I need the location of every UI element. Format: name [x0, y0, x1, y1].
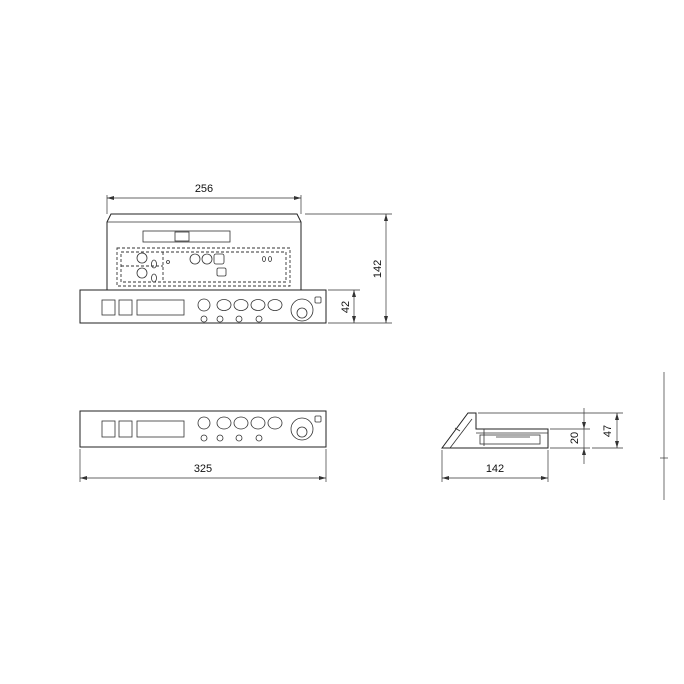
top-view-display-window: [142, 230, 231, 243]
dimension-top-width-label: 256: [195, 183, 213, 195]
front-view: 325: [79, 410, 327, 482]
front-view-panel: [79, 410, 327, 448]
dimension-side-depth: 142: [441, 450, 549, 482]
section-mark: [660, 372, 668, 500]
dimension-front-width: 325: [79, 449, 327, 482]
dimension-side-height-total-label: 47: [602, 425, 614, 437]
dimension-top-width: 256: [106, 183, 302, 214]
top-view-hidden-panel: [116, 247, 291, 287]
dimension-top-height-front: 42: [328, 289, 360, 323]
dimension-front-width-label: 325: [194, 463, 212, 475]
top-view-front-panel: [79, 289, 327, 324]
top-view: 256 142 42: [79, 183, 392, 324]
dimension-side-height-inner: 20: [550, 408, 590, 464]
dimension-side-depth-label: 142: [486, 463, 504, 475]
side-view: 142 20 47: [441, 408, 623, 482]
side-view-profile: [441, 412, 549, 449]
dimension-top-height-front-label: 42: [340, 301, 352, 313]
dimension-top-depth-label: 142: [372, 260, 384, 278]
dimension-side-height-inner-label: 20: [569, 432, 581, 444]
dimension-top-depth: 142: [305, 213, 392, 324]
dimension-side-height-total: 47: [478, 412, 623, 449]
